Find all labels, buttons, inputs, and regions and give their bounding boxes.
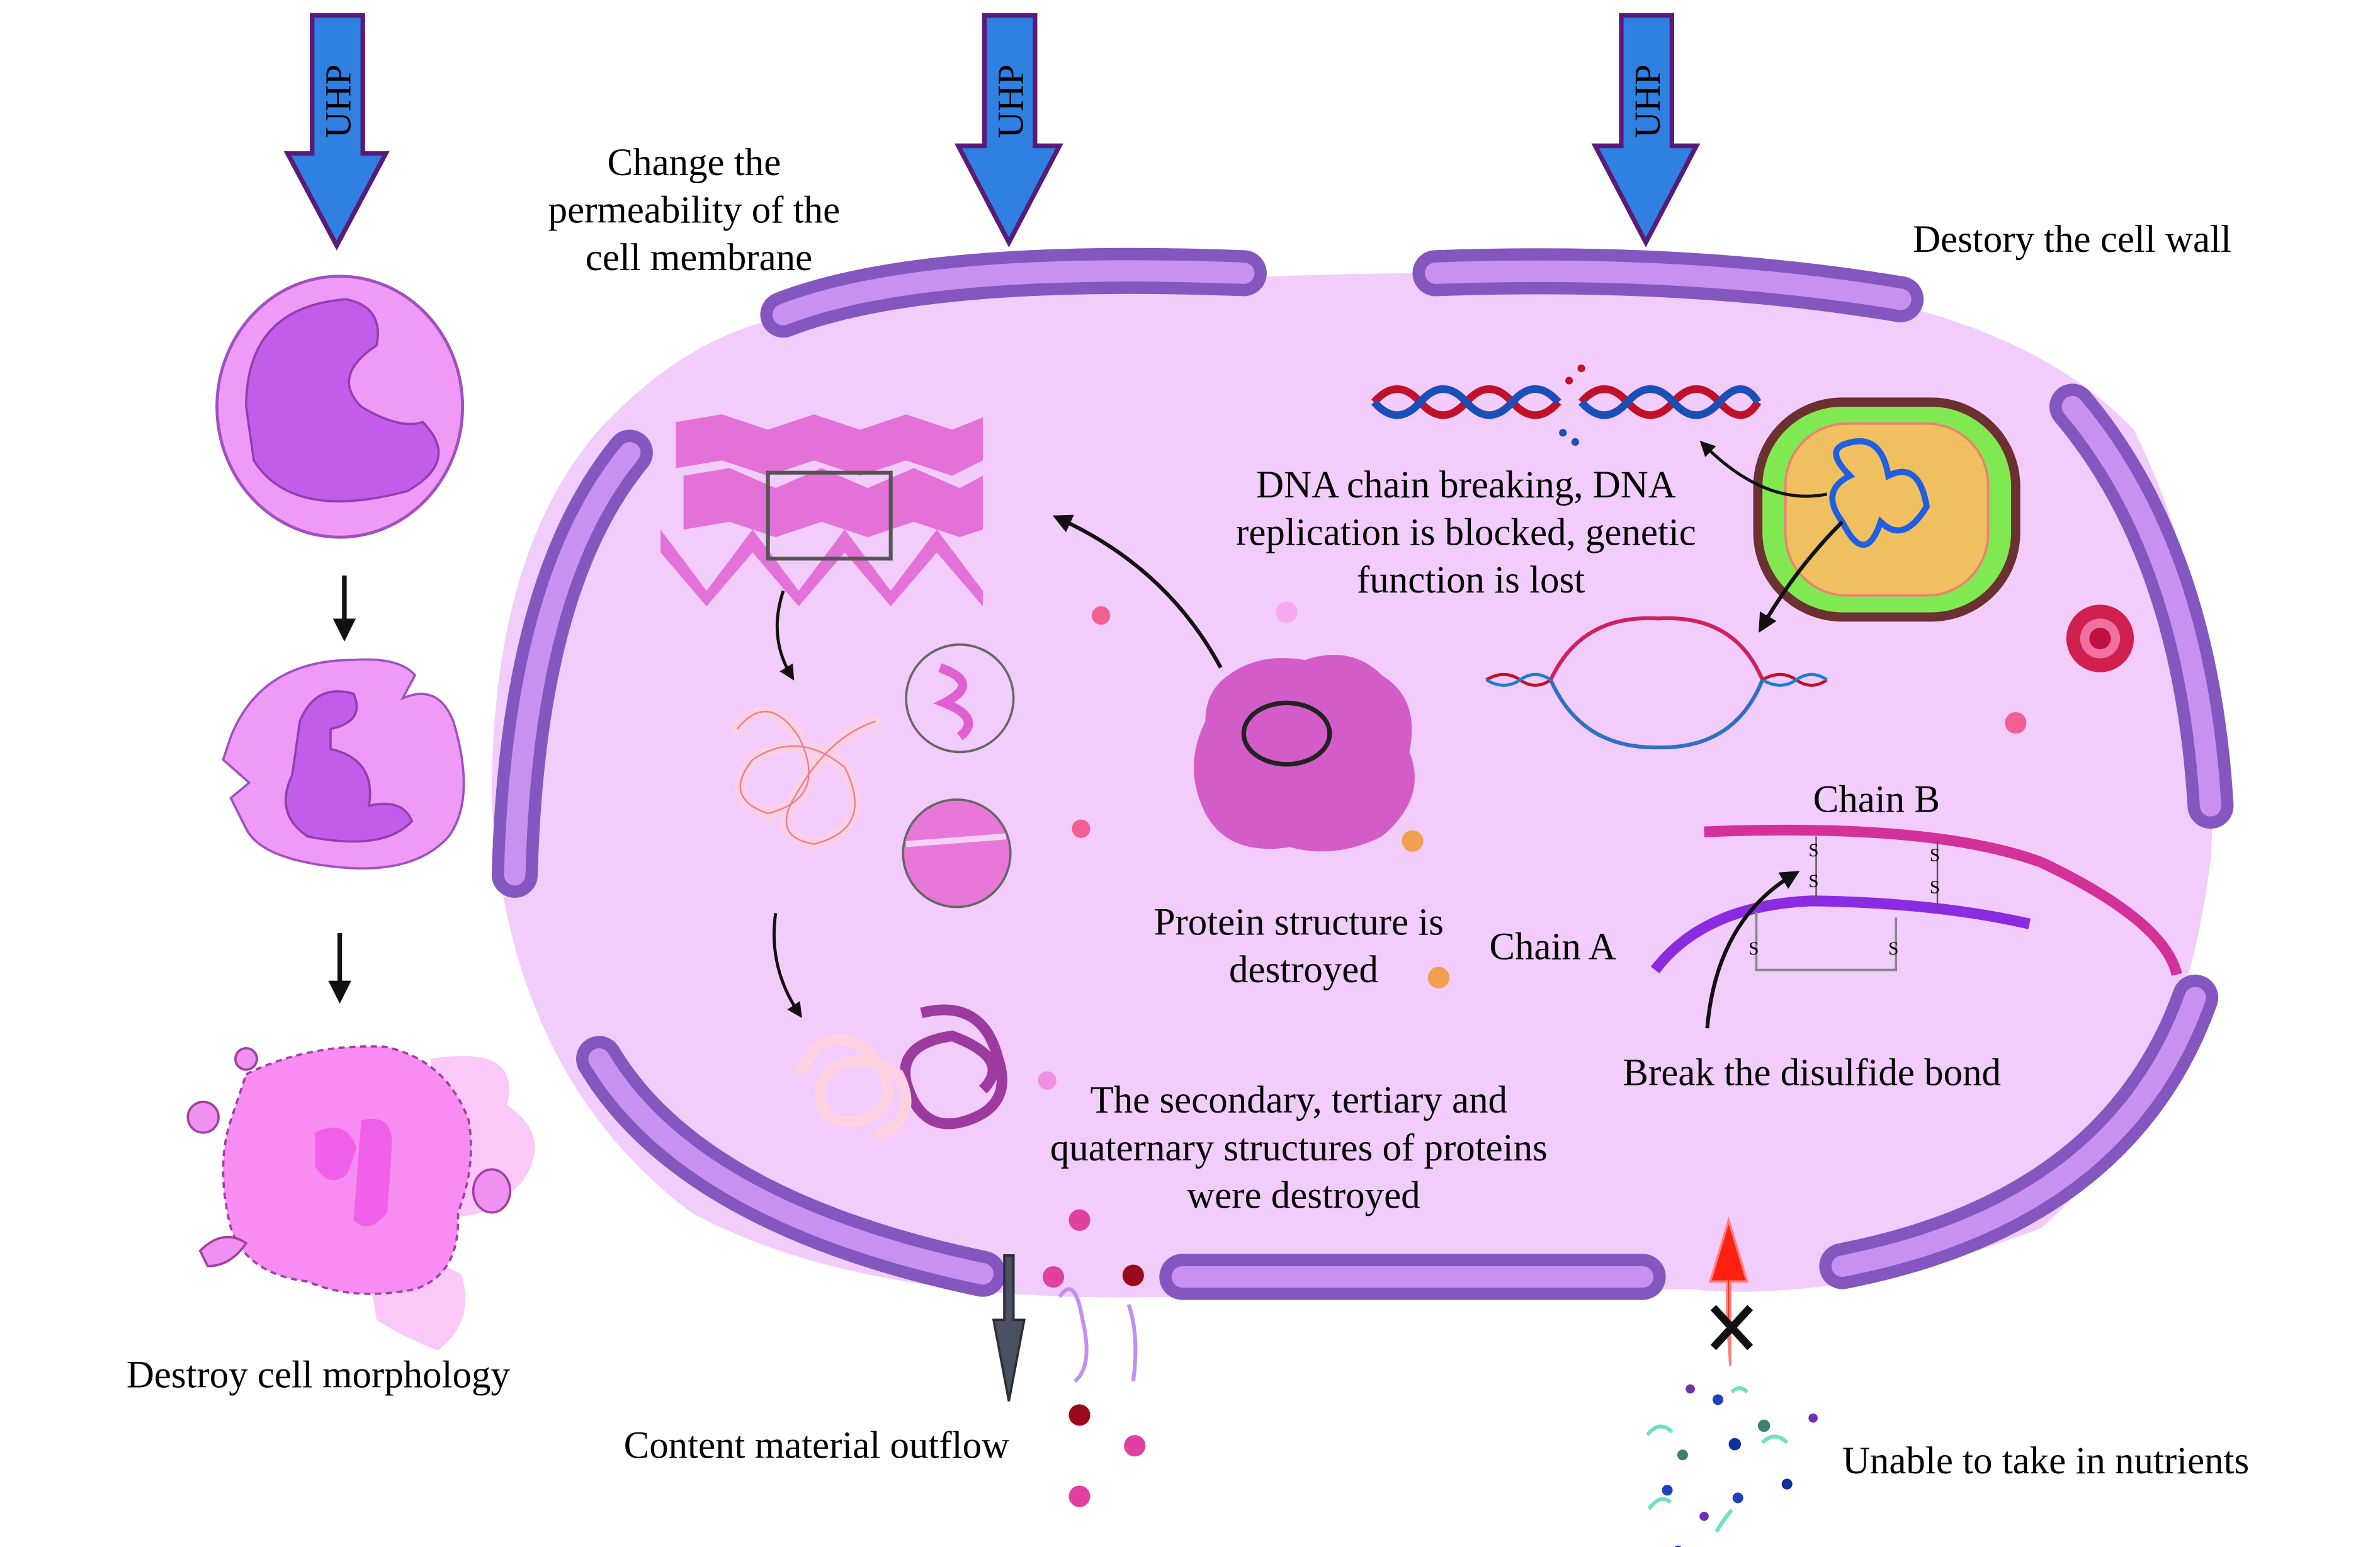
beta-sheet-structure-icon — [660, 414, 983, 606]
broken-dna-helix-icon — [1371, 364, 1762, 446]
content-outflow — [992, 1254, 1146, 1507]
nucleoid-icon — [1753, 397, 2020, 622]
nutrient-arrow-icon — [1708, 1216, 1749, 1366]
uhp-arrow-label: UHP — [1627, 64, 1668, 138]
particle — [2005, 712, 2027, 734]
ruptured-cell-icon — [186, 1045, 535, 1351]
chain-a-label: Chain A — [1489, 926, 1616, 968]
unfolded-protein-icon — [732, 643, 1015, 909]
particle — [1043, 1266, 1065, 1288]
higher-structures-label: The secondary, tertiary and quaternary s… — [1050, 1079, 1557, 1216]
uhp-arrow-middle: UHP — [954, 13, 1063, 248]
cytoplasm-particles — [1038, 601, 2027, 1288]
curved-arrow-icon — [1759, 520, 1844, 633]
uhp-arrow-label: UHP — [990, 64, 1031, 138]
outflow-label: Content material outflow — [624, 1425, 1009, 1467]
uhp-arrow-right: UHP — [1591, 13, 1701, 248]
curved-arrow-icon — [1705, 871, 1800, 1029]
particle — [1072, 819, 1091, 838]
chain-a-strand — [1650, 895, 2031, 973]
curved-arrow-icon — [1699, 440, 1828, 498]
red-vesicle-icon — [2066, 604, 2134, 672]
blocked-x-icon — [1710, 1305, 1754, 1351]
membrane-left-lower — [575, 1036, 1006, 1297]
uhp-arrow-left: UHP — [283, 13, 390, 251]
curved-arrow-icon — [1052, 514, 1223, 669]
nutrient-particles — [1645, 1384, 1818, 1547]
disulfide-chains-icon: S S S S S S — [1650, 824, 2182, 976]
sulfur-atom-label: S — [1888, 939, 1898, 959]
particle — [1038, 1071, 1057, 1090]
particle — [1124, 1435, 1146, 1457]
tangled-protein-icon — [793, 1004, 1007, 1141]
curved-arrow-icon — [775, 590, 795, 681]
morphology-label: Destroy cell morphology — [127, 1354, 511, 1397]
sulfur-atom-label: S — [1808, 871, 1818, 892]
healthy-cell-icon — [215, 275, 465, 539]
outflow-arrow-icon — [992, 1254, 1026, 1402]
uhp-arrow-label: UHP — [318, 64, 359, 138]
dna-damage-label: DNA chain breaking, DNA replication is b… — [1236, 464, 1706, 601]
damaged-cell-icon — [222, 658, 465, 870]
sulfur-atom-label: S — [1748, 939, 1759, 959]
particle — [1276, 601, 1298, 623]
sulfur-atom-label: S — [1930, 845, 1940, 865]
membrane-right-upper — [2049, 383, 2234, 829]
curved-arrow-icon — [773, 912, 802, 1018]
sulfur-atom-label: S — [1930, 878, 1940, 898]
blocked-nutrient-uptake — [1645, 1216, 1818, 1547]
membrane-permeability-label: Change the permeability of the cell memb… — [548, 142, 850, 279]
particle — [1092, 606, 1111, 625]
membrane-top-right — [1412, 248, 1924, 322]
protein-aggregate-icon — [1194, 655, 1415, 852]
membrane-left-upper — [491, 429, 653, 898]
particle — [1122, 1264, 1144, 1286]
membrane-right-lower — [1819, 974, 2219, 1289]
protein-structure-label: Protein structure is destroyed — [1154, 901, 1453, 991]
dna-replication-bubble-icon — [1485, 616, 1828, 750]
particle — [1402, 830, 1424, 852]
chain-b-strand — [1704, 824, 2182, 976]
nutrients-label: Unable to take in nutrients — [1842, 1440, 2249, 1482]
particle — [1427, 966, 1449, 989]
particle — [1068, 1485, 1091, 1507]
sulfur-atom-label: S — [1808, 841, 1818, 861]
disulfide-bond-label: Break the disulfide bond — [1623, 1051, 2001, 1094]
membrane-top-left — [760, 247, 1267, 338]
particle — [1068, 1404, 1091, 1426]
particle — [1068, 1209, 1091, 1231]
chain-b-label: Chain B — [1813, 778, 1940, 820]
cell-wall-label: Destory the cell wall — [1913, 218, 2231, 261]
